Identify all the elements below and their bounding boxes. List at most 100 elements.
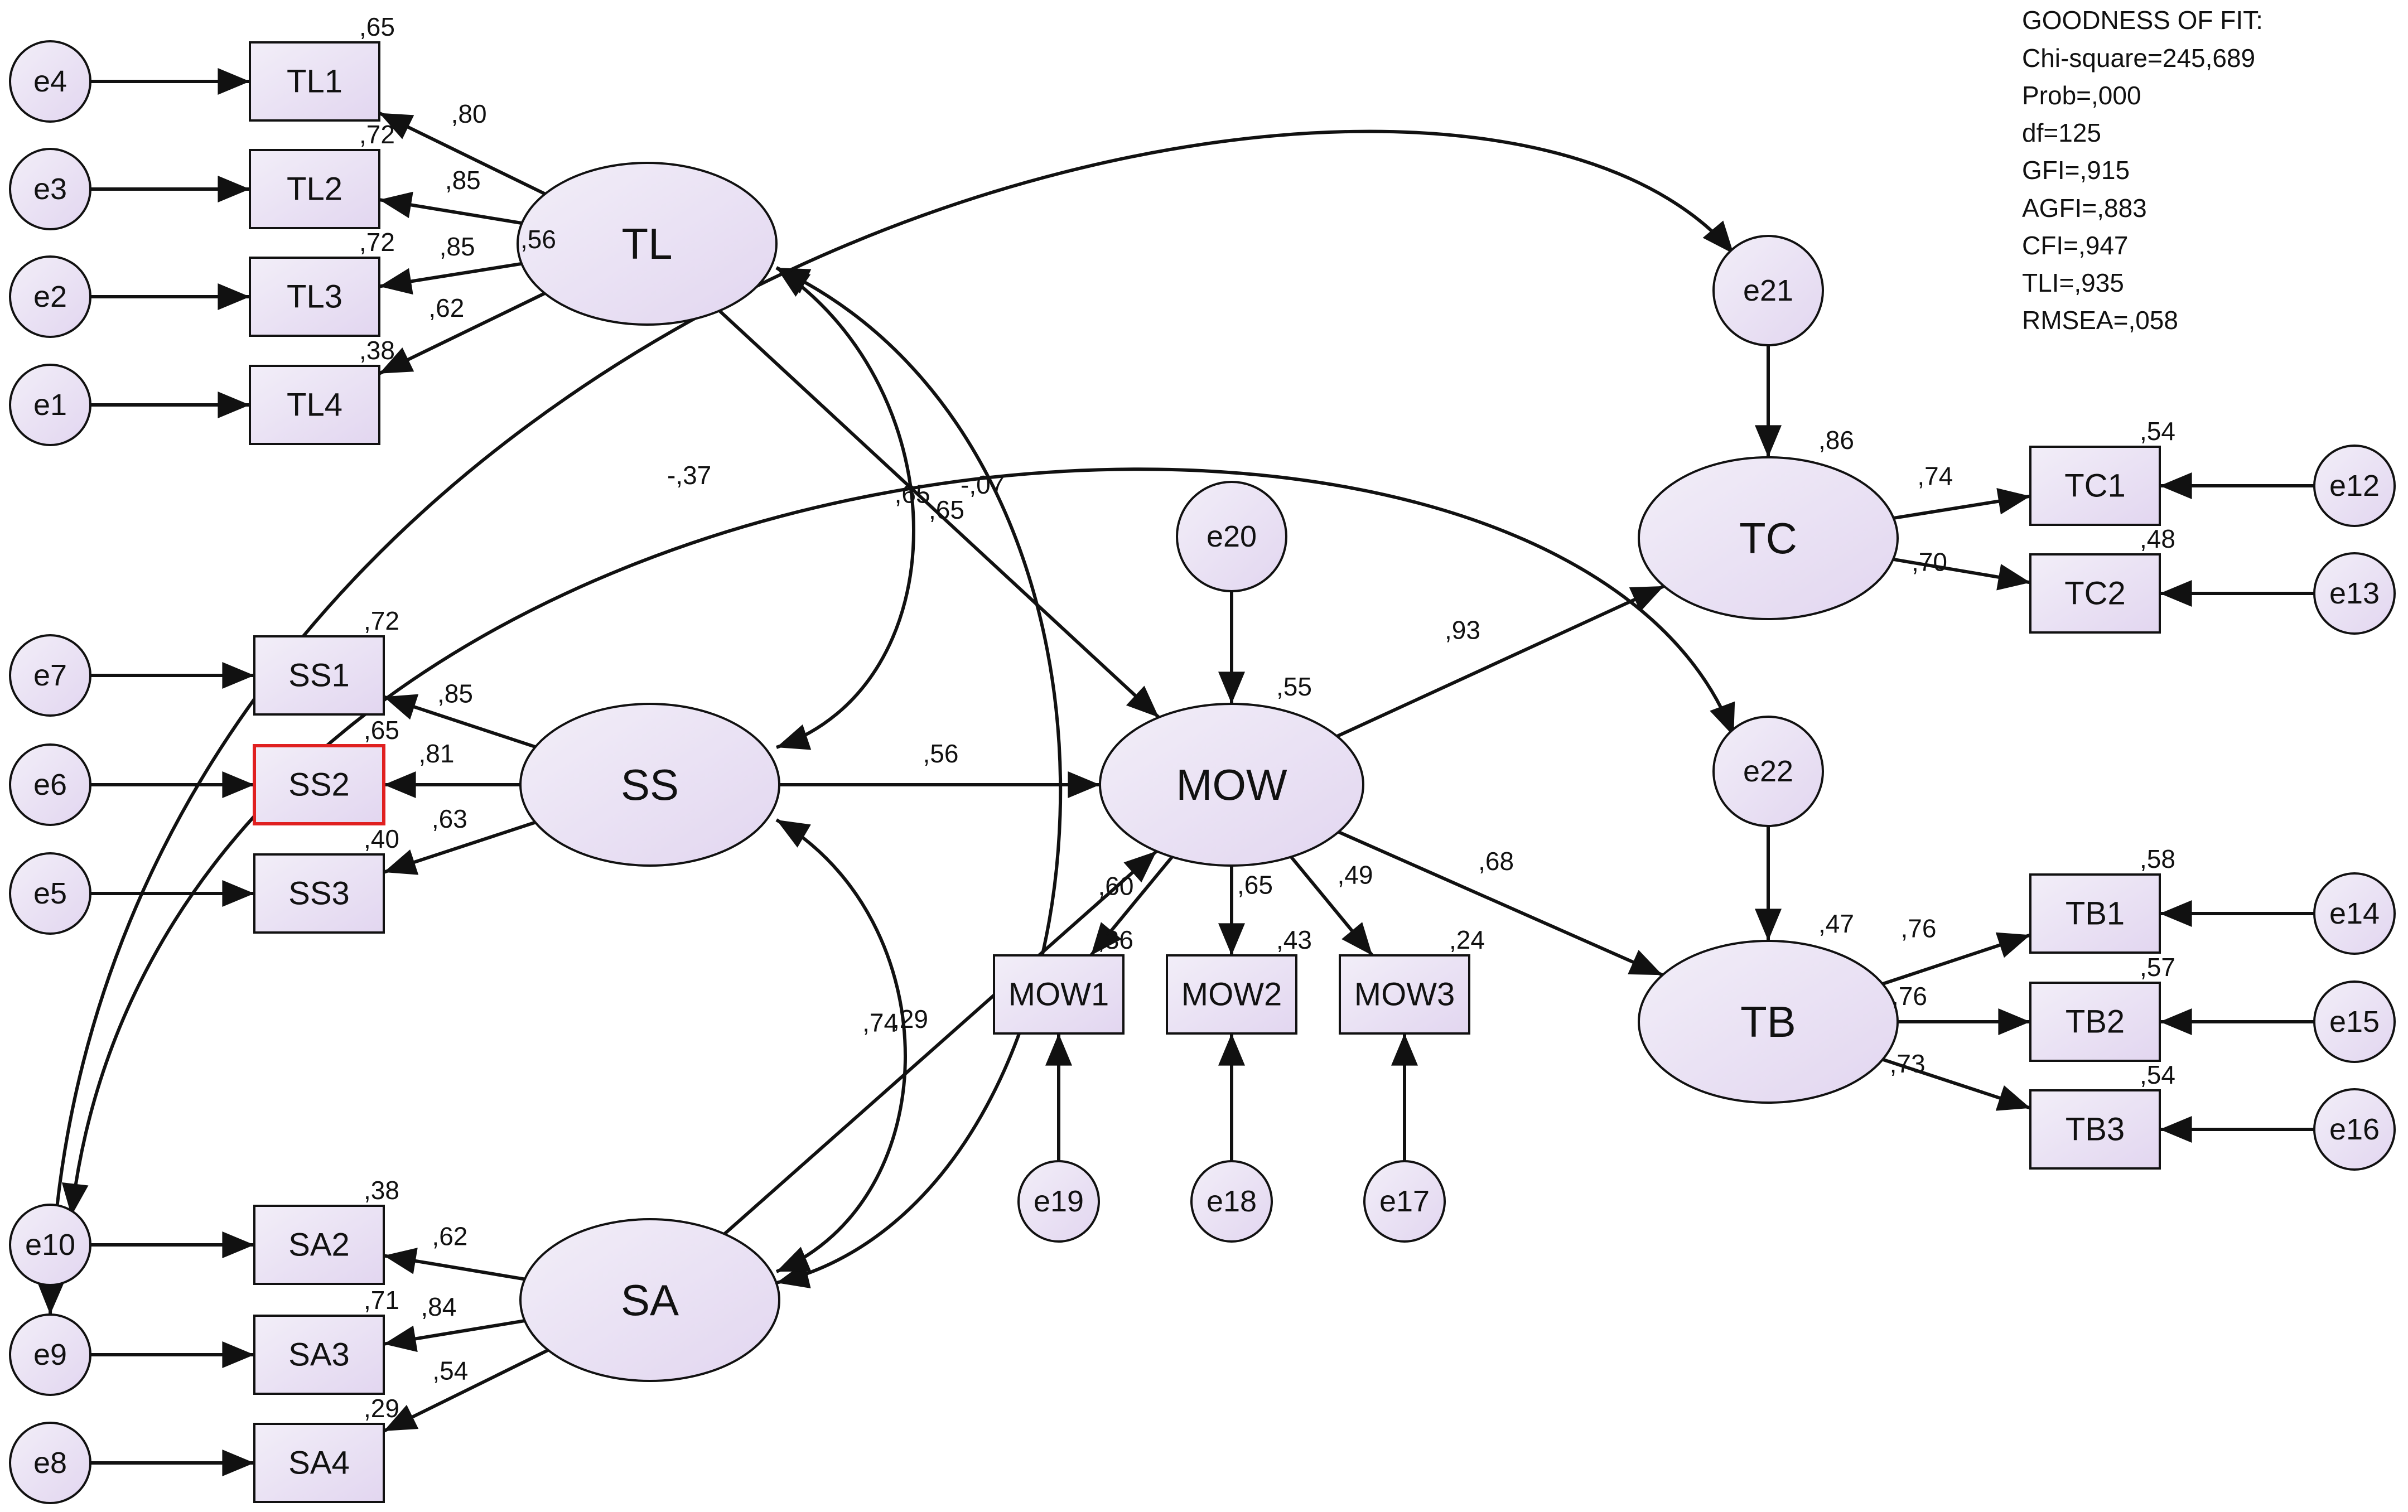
node-label: e7 (33, 659, 67, 692)
covariance-curve-SS-SA (775, 818, 907, 1273)
node-label: e21 (1743, 274, 1793, 307)
node-label: TL1 (287, 64, 342, 100)
indicator-TB2: TB2 (2029, 982, 2161, 1062)
path-coefficient-TB-TB1: ,76 (1901, 914, 1937, 943)
r-squared-TB3: ,54 (2140, 1060, 2175, 1089)
node-label: SA3 (288, 1337, 350, 1373)
indicator-box (253, 1315, 385, 1395)
fit-line: CFI=,947 (2022, 231, 2129, 260)
node-label: e14 (2329, 897, 2380, 930)
latent-SS: SS (519, 703, 780, 867)
indicator-box (249, 365, 380, 445)
path-arrow-SA-to-SA3 (383, 1319, 525, 1352)
node-label: TC1 (2064, 468, 2126, 504)
indicator-box (2029, 873, 2161, 954)
error-circle (9, 1313, 91, 1396)
r-squared-MOW: ,55 (1276, 672, 1312, 701)
error-e8: e8 (9, 1422, 91, 1504)
node-label: e2 (33, 280, 67, 313)
r-squared-TL3: ,72 (359, 228, 395, 257)
error-circle (9, 743, 91, 826)
node-label: SA4 (288, 1445, 350, 1481)
node-label: TC (1739, 514, 1797, 563)
node-label: e9 (33, 1338, 67, 1371)
node-label: e22 (1743, 755, 1793, 788)
error-circle (2313, 980, 2396, 1063)
r-squared-SA2: ,38 (364, 1176, 399, 1205)
indicator-SS3: SS3 (253, 853, 385, 934)
indicator-SS1: SS1 (253, 635, 385, 716)
path-coefficient-MOW-MOW3: ,49 (1337, 861, 1373, 890)
nodes-layer: TLSSSAMOWTCTBTL1TL2TL3TL4SS1SS2SS3SA2SA3… (9, 40, 2396, 1504)
node-label: TB1 (2066, 896, 2125, 932)
indicator-TC2: TC2 (2029, 553, 2161, 634)
error-circle (9, 1422, 91, 1504)
fit-line: GFI=,915 (2022, 156, 2130, 185)
path-coefficient-TB-TB3: ,73 (1890, 1049, 1926, 1078)
node-label: TB (1740, 997, 1796, 1046)
covariance-coefficient-TL-SS: ,65 (929, 495, 964, 524)
indicator-box (253, 1423, 385, 1503)
error-e3: e3 (9, 148, 91, 230)
error-e15: e15 (2313, 980, 2396, 1063)
r-squared-TC: ,86 (1818, 426, 1854, 455)
error-circle (9, 1204, 91, 1286)
node-label: e20 (1207, 520, 1257, 553)
path-coefficient-TL-TL2: ,85 (445, 166, 481, 195)
latent-TL: TL (517, 162, 778, 326)
r-squared-SS1: ,72 (364, 606, 399, 635)
node-label: TC2 (2064, 576, 2126, 612)
r-squared-SS3: ,40 (364, 824, 399, 853)
path-arrow-TL-to-TL2 (379, 191, 523, 225)
path-coefficient-SA-SA4: ,54 (432, 1356, 468, 1385)
fit-line: Prob=,000 (2022, 81, 2141, 110)
error-e2: e2 (9, 255, 91, 338)
indicator-SS2: SS2 (253, 744, 385, 825)
path-coefficient-TC-TC2: ,70 (1912, 548, 1947, 577)
error-e1: e1 (9, 364, 91, 446)
node-label: TB3 (2066, 1112, 2125, 1148)
error-circle (1190, 1160, 1273, 1243)
path-coefficient-TB-TB2: ,76 (1891, 982, 1927, 1011)
path-coefficient-SS-SS2: ,81 (419, 739, 455, 768)
path-coefficient-MOW-TB: ,68 (1478, 847, 1514, 876)
error-circle (1712, 235, 1824, 346)
curves-layer (37, 129, 1735, 1315)
covariance-curve-TL-SA (775, 266, 1063, 1288)
path-coefficient-SA-MOW: ,74 (862, 1008, 898, 1037)
path-coefficient-MOW-MOW2: ,65 (1237, 871, 1273, 900)
path-arrow-SA-to-SA4 (383, 1349, 549, 1433)
latent-ellipse (1638, 456, 1899, 620)
indicator-box (2029, 553, 2161, 634)
indicator-TB3: TB3 (2029, 1089, 2161, 1170)
indicator-TB1: TB1 (2029, 873, 2161, 954)
error-circle (2313, 445, 2396, 527)
node-label: e16 (2329, 1113, 2380, 1146)
covariance-curve-TL-SS (775, 266, 915, 750)
error-e20: e20 (1176, 481, 1287, 592)
error-e19: e19 (1017, 1160, 1100, 1243)
indicator-TC1: TC1 (2029, 446, 2161, 526)
indicator-TL3: TL3 (249, 257, 380, 337)
node-label: MOW2 (1181, 977, 1282, 1013)
node-label: SS3 (288, 876, 350, 912)
node-label: e19 (1034, 1185, 1084, 1218)
r-squared-TB: ,47 (1818, 909, 1854, 938)
covariance-curve-e9-e21 (37, 129, 1735, 1315)
indicator-box (1339, 954, 1470, 1035)
indicator-TL4: TL4 (249, 365, 380, 445)
error-circle (1176, 481, 1287, 592)
r-squared-TB2: ,57 (2140, 953, 2175, 982)
node-label: SA (621, 1276, 679, 1325)
r-squared-MOW3: ,24 (1449, 925, 1485, 954)
indicator-box (253, 744, 385, 825)
indicator-box (253, 1205, 385, 1285)
node-label: MOW3 (1354, 977, 1455, 1013)
node-label: SA2 (288, 1227, 350, 1263)
node-label: MOW (1176, 760, 1287, 809)
indicator-box (249, 257, 380, 337)
path-coefficient-SS-SS3: ,63 (432, 804, 467, 833)
r-squared-TL2: ,72 (359, 120, 395, 149)
indicator-TL1: TL1 (249, 41, 380, 122)
indicator-box (253, 853, 385, 934)
